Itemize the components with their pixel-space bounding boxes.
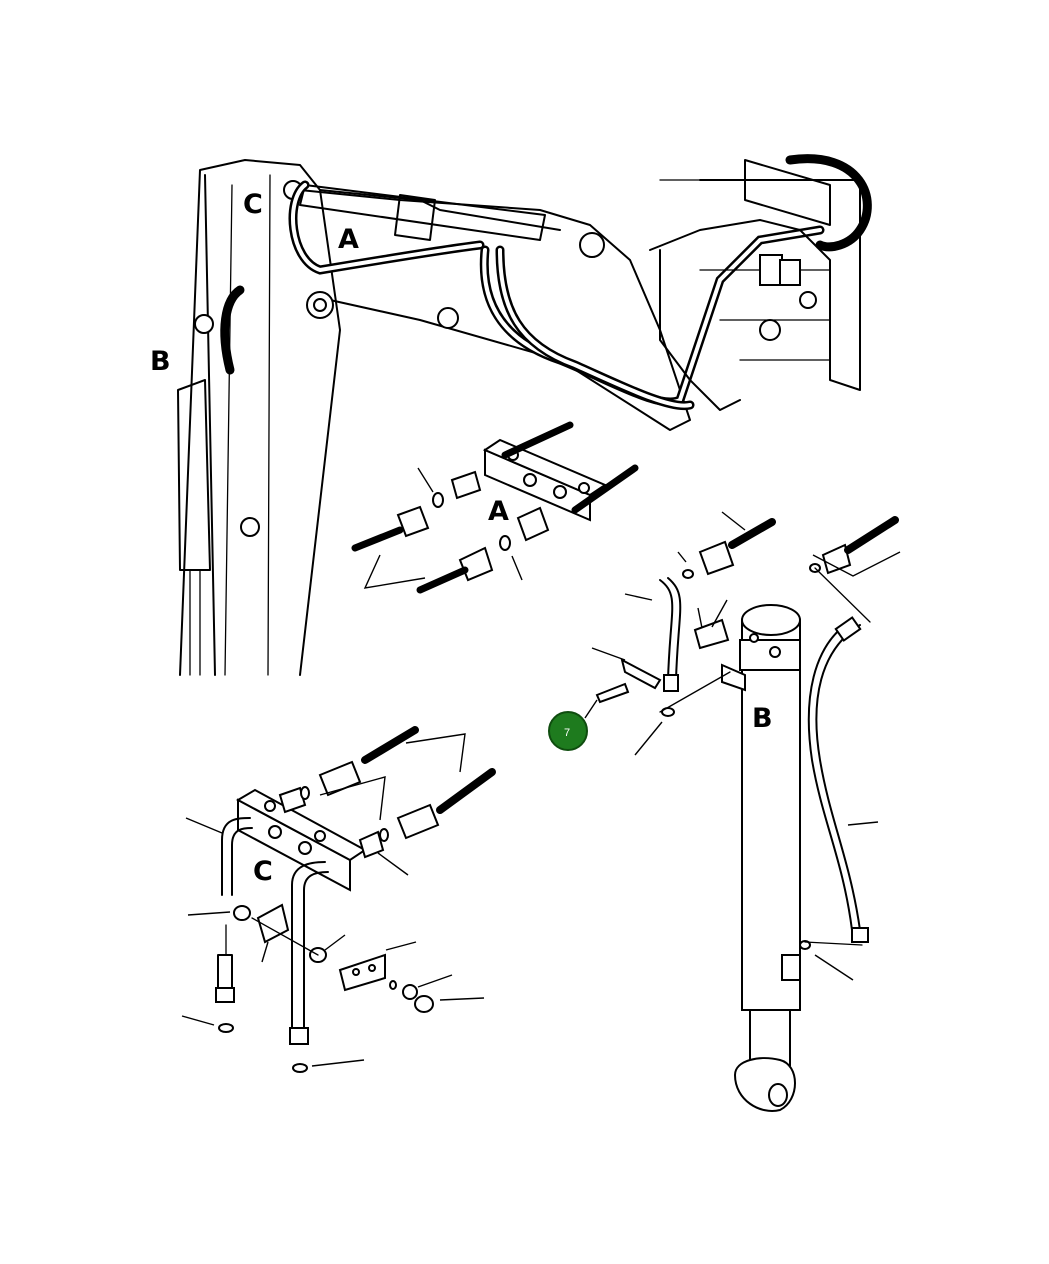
detail-b-label: B [752, 703, 773, 734]
callout-7[interactable]: 7 [548, 699, 598, 751]
detail-b-assembly [591, 511, 901, 1112]
boom-assembly [177, 154, 872, 676]
callout-7-number: 7 [564, 727, 570, 739]
callout-7-marker[interactable] [548, 711, 588, 751]
boom-label-a: A [338, 224, 359, 255]
detail-c-label: C [253, 856, 273, 887]
detail-c-assembly [181, 726, 496, 1073]
boom-label-c: C [243, 189, 263, 220]
boom-label-b: B [150, 346, 171, 377]
detail-a-label: A [488, 496, 509, 527]
detail-a-assembly [351, 421, 639, 594]
